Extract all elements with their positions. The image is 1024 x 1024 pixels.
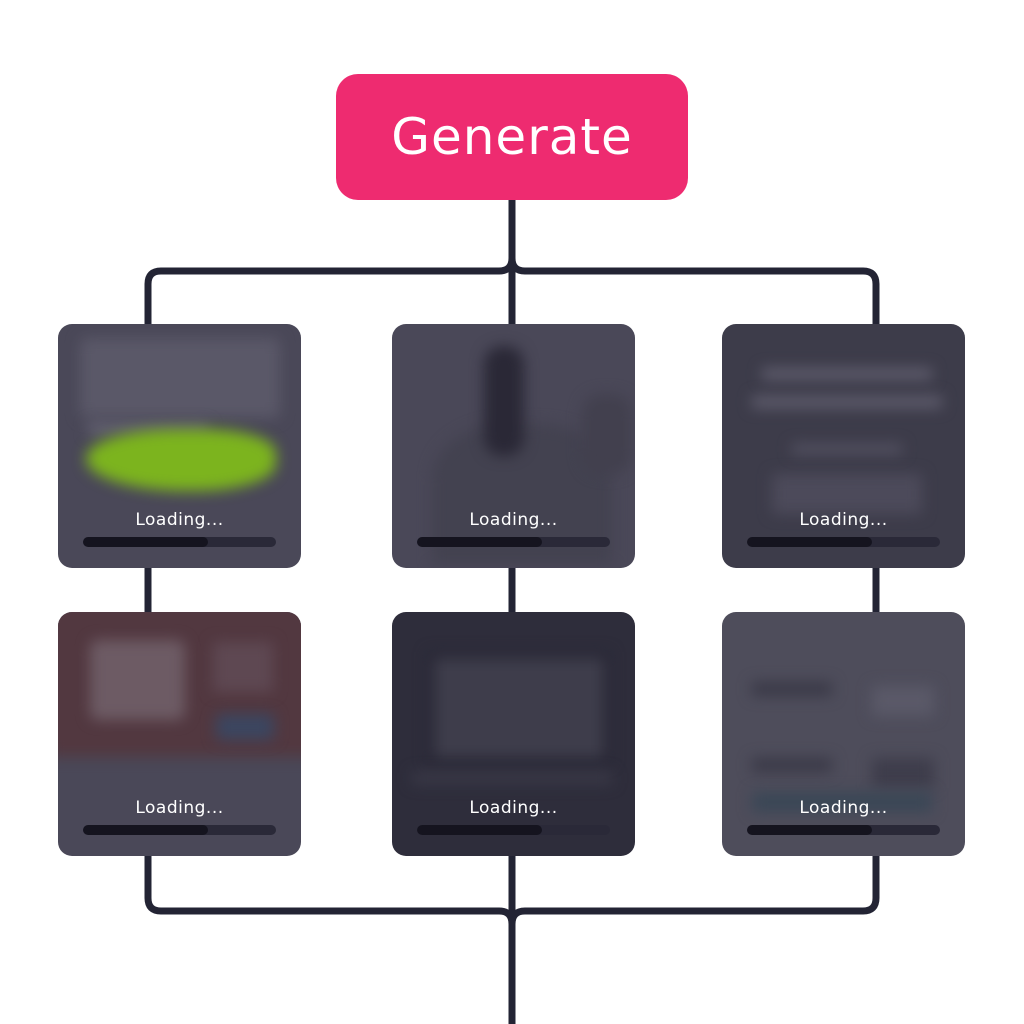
progress-fill — [747, 825, 873, 835]
preview-card: Loading... — [722, 324, 965, 568]
connector-top-trunk — [508, 196, 880, 329]
preview-card: Loading... — [392, 612, 635, 856]
loading-label: Loading... — [135, 510, 224, 530]
portrait-preview — [392, 324, 635, 568]
preview-card: Loading... — [392, 324, 635, 568]
loading-label: Loading... — [469, 798, 558, 818]
connector-bottom-left — [144, 851, 516, 928]
progress-fill — [417, 537, 543, 547]
connector-top-left — [144, 254, 516, 329]
product-card-preview — [58, 324, 301, 568]
progress-bar — [747, 825, 940, 835]
preview-card: Loading... — [722, 612, 965, 856]
connector-bottom-right — [508, 851, 880, 928]
progress-fill — [83, 537, 209, 547]
loading-label: Loading... — [135, 798, 224, 818]
loading-label: Loading... — [799, 510, 888, 530]
progress-bar — [417, 825, 610, 835]
generate-button[interactable]: Generate — [336, 74, 688, 200]
progress-bar — [747, 537, 940, 547]
list-page-preview — [722, 612, 965, 856]
preview-card: Loading... — [58, 324, 301, 568]
preview-card: Loading... — [58, 612, 301, 856]
loading-label: Loading... — [799, 798, 888, 818]
video-player-preview — [392, 612, 635, 856]
form-page-preview — [58, 612, 301, 856]
progress-fill — [83, 825, 209, 835]
progress-fill — [417, 825, 543, 835]
text-page-preview — [722, 324, 965, 568]
progress-bar — [83, 825, 276, 835]
progress-bar — [83, 537, 276, 547]
progress-fill — [747, 537, 873, 547]
loading-label: Loading... — [469, 510, 558, 530]
progress-bar — [417, 537, 610, 547]
